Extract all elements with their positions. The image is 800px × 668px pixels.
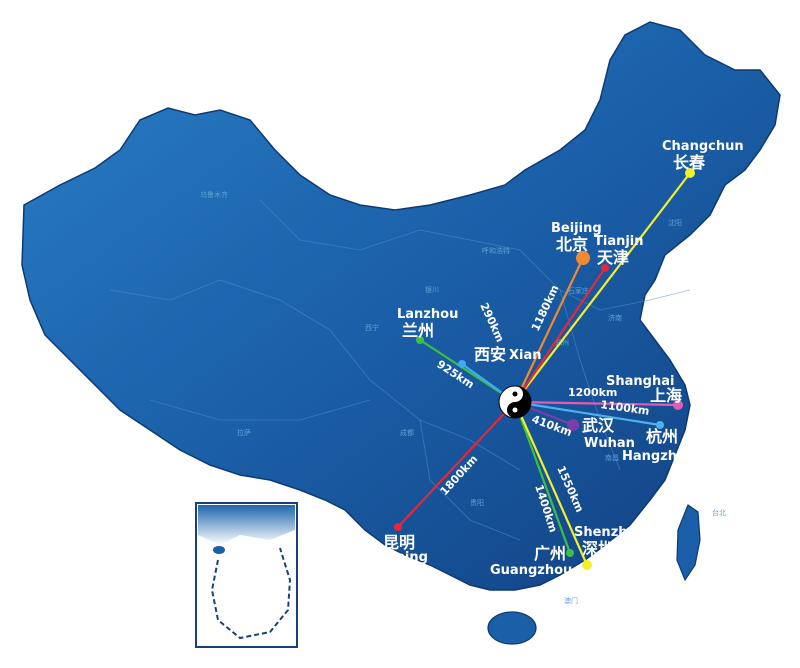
dot-kunming[interactable] (394, 523, 402, 531)
dot-xian[interactable] (458, 360, 466, 368)
city-labels: Changchun 长春 Beijing 北京 Tianjin 天津 Lanzh… (363, 139, 744, 578)
label-shanghai-en: Shanghai (606, 374, 674, 389)
label-guangzhou-en: Guangzhou (490, 563, 572, 578)
dot-tianjin[interactable] (601, 264, 609, 272)
province-borders (109, 199, 691, 541)
label-yinchuan: 银川 (425, 285, 439, 294)
label-shenzhen-en: Shenzhen (574, 525, 646, 540)
label-changchun-zh: 长春 (673, 153, 706, 172)
label-beijing-en: Beijing (551, 221, 602, 236)
route-lines (397, 172, 691, 566)
label-hohhot: 呼和浩特 (482, 246, 510, 255)
label-nanchang: 南昌 (605, 453, 619, 462)
label-taipei: 台北 (712, 508, 726, 517)
hainan-island (487, 611, 537, 645)
label-xian-zh: 西安 (474, 345, 506, 364)
label-kunming-en: Kunming (363, 550, 428, 565)
dot-hangzhou[interactable] (656, 421, 664, 429)
route-changchun (514, 172, 691, 403)
route-beijing (514, 257, 584, 403)
label-shanghai-zh: 上海 (650, 386, 682, 405)
dot-guangzhou[interactable] (566, 549, 574, 557)
label-hangzhou-en: Hangzhou (622, 449, 695, 464)
hub-taiji-icon (498, 385, 532, 419)
china-landmass (21, 21, 781, 591)
dot-changchun[interactable] (685, 168, 695, 178)
label-zhengzhou: 郑州 (555, 339, 569, 347)
distance-shanghai: 1200km (568, 386, 617, 399)
label-hangzhou-zh: 杭州 (646, 427, 678, 446)
label-lanzhou-en: Lanzhou (397, 307, 458, 322)
label-tianjin-zh: 天津 (597, 248, 629, 267)
label-guangzhou-zh: 广州 (534, 544, 566, 563)
label-xian-en: Xian (509, 348, 542, 363)
dot-shenzhen[interactable] (582, 560, 592, 570)
label-jinan: 济南 (608, 313, 622, 322)
route-tianjin (514, 267, 606, 403)
route-kunming (397, 401, 516, 528)
label-shijiazhuang: 石家庄 (568, 286, 589, 295)
label-urumqi: 乌鲁木齐 (200, 190, 228, 199)
route-shanghai (514, 400, 679, 407)
city-dots (394, 168, 695, 570)
label-tianjin-en: Tianjin (594, 234, 644, 249)
label-kunming-zh: 昆明 (383, 533, 415, 552)
label-lhasa: 拉萨 (237, 428, 251, 437)
dot-lanzhou[interactable] (416, 336, 424, 344)
label-lanzhou-zh: 兰州 (402, 321, 434, 340)
south-china-sea-inset (195, 502, 298, 648)
dot-beijing[interactable] (576, 251, 590, 265)
taiwan-island (676, 504, 701, 582)
label-macau: 澳门 (564, 596, 578, 605)
label-xining: 西宁 (365, 323, 379, 332)
label-guiyang: 贵阳 (470, 498, 484, 507)
minor-city-labels: 乌鲁木齐 呼和浩特 银川 西宁 石家庄 济南 郑州 沈阳 成都 贵阳 拉萨 南昌… (200, 190, 726, 605)
label-chengdu: 成都 (400, 428, 414, 437)
dot-wuhan[interactable] (567, 419, 579, 431)
route-shenzhen (513, 401, 589, 566)
label-wuhan-zh: 武汉 (582, 416, 615, 435)
label-shenzhen-zh: 深圳 (582, 539, 614, 558)
label-changchun-en: Changchun (662, 139, 744, 154)
dot-shanghai[interactable] (673, 400, 683, 410)
route-hangzhou (514, 400, 661, 427)
route-guangzhou (513, 401, 572, 554)
label-wuhan-en: Wuhan (584, 436, 635, 451)
label-beijing-zh: 北京 (556, 235, 588, 254)
label-shenyang: 沈阳 (668, 218, 682, 227)
